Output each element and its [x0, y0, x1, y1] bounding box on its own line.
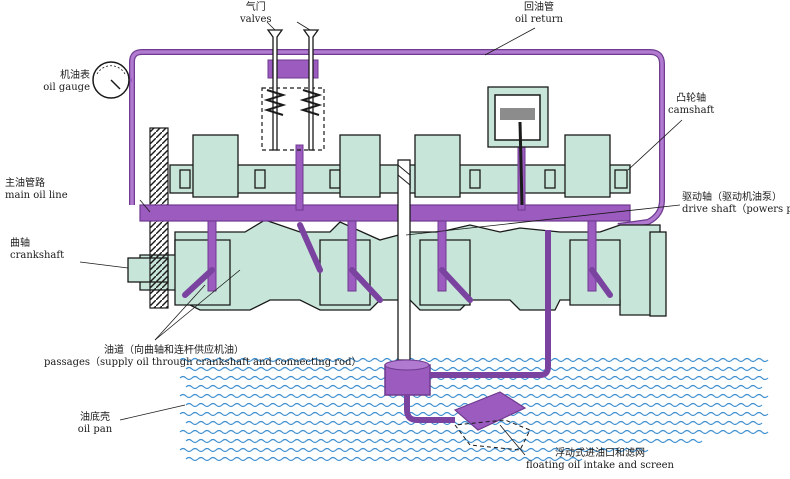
oil-pan-label-en: oil pan [77, 424, 113, 435]
camshaft-label: 凸轮轴 camshaft [668, 93, 714, 117]
wave-line [185, 456, 583, 462]
floating-intake-label-en: floating oil intake and screen [525, 460, 675, 471]
oil-pan-label: 油底壳 oil pan [60, 412, 130, 436]
main-oil-line-label-zh: 主油管路 [5, 178, 45, 189]
floating-intake [453, 391, 531, 451]
wave-line [185, 384, 763, 390]
oil-gauge-icon [92, 61, 132, 99]
camshaft-label-en: camshaft [668, 105, 715, 116]
oil-gauge-label: 机油表 oil gauge [20, 70, 90, 94]
wave-line [179, 357, 769, 363]
drive-shaft-label-zh: 驱动轴（驱动机油泵） [682, 192, 782, 203]
oil-pump [384, 230, 551, 423]
oil-return-label: 回油管 oil return [515, 2, 563, 26]
crankshaft-label: 曲轴 crankshaft [10, 238, 64, 262]
oil-return-line [129, 49, 665, 229]
wave-line [185, 366, 763, 372]
wave-line [179, 393, 769, 399]
main-oil-line-label: 主油管路 main oil line [5, 178, 68, 202]
oil-gauge-label-zh: 机油表 [60, 70, 90, 81]
drive-shaft [397, 159, 411, 361]
oil-return-label-zh: 回油管 [523, 2, 554, 13]
valves-label-zh: 气门 [245, 2, 266, 13]
passages-label-en: passages（supply oil through crankshaft a… [44, 357, 362, 368]
passages-label: 油道（向曲轴和连杆供应机油） passages（supply oil throu… [44, 345, 362, 369]
passages-label-zh: 油道（向曲轴和连杆供应机油） [104, 345, 244, 356]
floating-intake-label: 浮动式进油口和滤网 floating oil intake and screen [520, 448, 680, 472]
wave-line [185, 438, 703, 444]
valves-icon [261, 29, 325, 151]
oil-pan-label-zh: 油底壳 [80, 412, 110, 423]
drive-shaft-label-en: drive shaft（powers pump） [682, 204, 790, 215]
floating-intake-label-zh: 浮动式进油口和滤网 [555, 448, 645, 459]
wave-line [179, 429, 769, 435]
wave-line [179, 447, 649, 453]
piston-detail [487, 86, 549, 206]
valves-label-en: valves [240, 14, 272, 25]
oil-gauge-label-en: oil gauge [43, 82, 90, 93]
oil-return-label-en: oil return [515, 14, 563, 25]
camshaft-label-zh: 凸轮轴 [676, 93, 707, 104]
crankshaft-label-zh: 曲轴 [10, 238, 30, 249]
leader-lines [79, 21, 683, 456]
drive-shaft-label: 驱动轴（驱动机油泵） drive shaft（powers pump） [682, 192, 790, 216]
main-oil-line-label-en: main oil line [5, 190, 68, 201]
valves-label: 气门 valves [240, 2, 272, 26]
crankshaft-label-en: crankshaft [10, 250, 65, 261]
